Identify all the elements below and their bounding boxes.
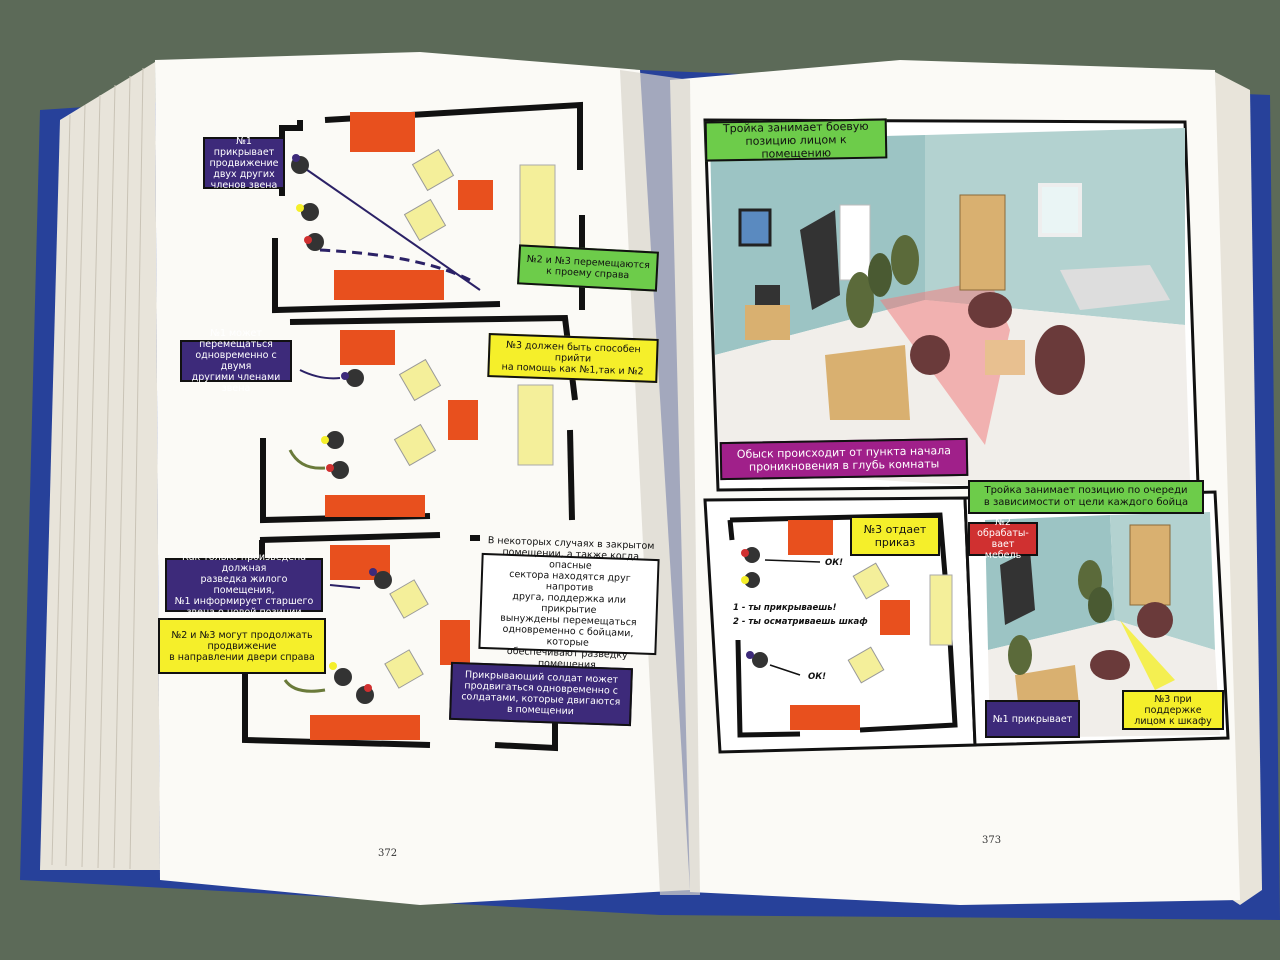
page-number-left: 372 (378, 848, 398, 859)
label-n3-must-help: №3 должен быть способен прийти на помощь… (487, 333, 659, 383)
room-furniture-1 (334, 112, 556, 300)
label-n2-furniture: №2 обрабаты- вает мебель (968, 517, 1038, 561)
label-top-title: Тройка занимает боевую позицию лицом к п… (704, 118, 888, 162)
left-page-edges (40, 62, 160, 870)
label-ok-1: ОК! (825, 558, 844, 568)
label-ok-2: ОК! (808, 672, 827, 682)
movement-arrows-1 (299, 164, 481, 291)
label-bottom-right-title: Тройка занимает позицию по очереди в зав… (968, 480, 1204, 514)
label-n1-moves-with-two: №1 может перемещаться одновременно с дву… (180, 328, 292, 394)
top-panel (703, 118, 1200, 492)
soldier-markers-1 (291, 154, 324, 251)
label-covering-soldier: Прикрывающий солдат может продвигаться о… (449, 661, 633, 727)
label-n3-support: №3 при поддержке лицом к шкафу (1122, 690, 1224, 730)
page-number-right: 373 (982, 835, 1002, 846)
room-furniture-3 (283, 545, 470, 740)
label-closed-room: В некоторых случаях в закрытом помещении… (478, 535, 660, 671)
label-n2n3-continue: №2 и №3 могут продолжать продвижение в н… (158, 618, 326, 674)
label-n3-order: №3 отдает приказ (850, 516, 940, 556)
label-after-recon: Как только произведена должная разведка … (165, 552, 323, 618)
room-furniture-2 (288, 330, 554, 517)
page-edge-lines (51, 67, 144, 870)
label-n1-covers: №1 прикрывает продвижение двух других чл… (203, 136, 285, 191)
label-n1-covers-right: №1 прикрывает (985, 700, 1080, 738)
label-search-caption: Обыск происходит от пункта начала проник… (719, 437, 969, 481)
label-commands: 1 - ты прикрываешь! 2 - ты осматриваешь … (733, 603, 868, 627)
bottom-left-panel (703, 496, 977, 754)
label-n2n3-move-right: №2 и №3 перемещаются к проему справа (517, 244, 659, 292)
